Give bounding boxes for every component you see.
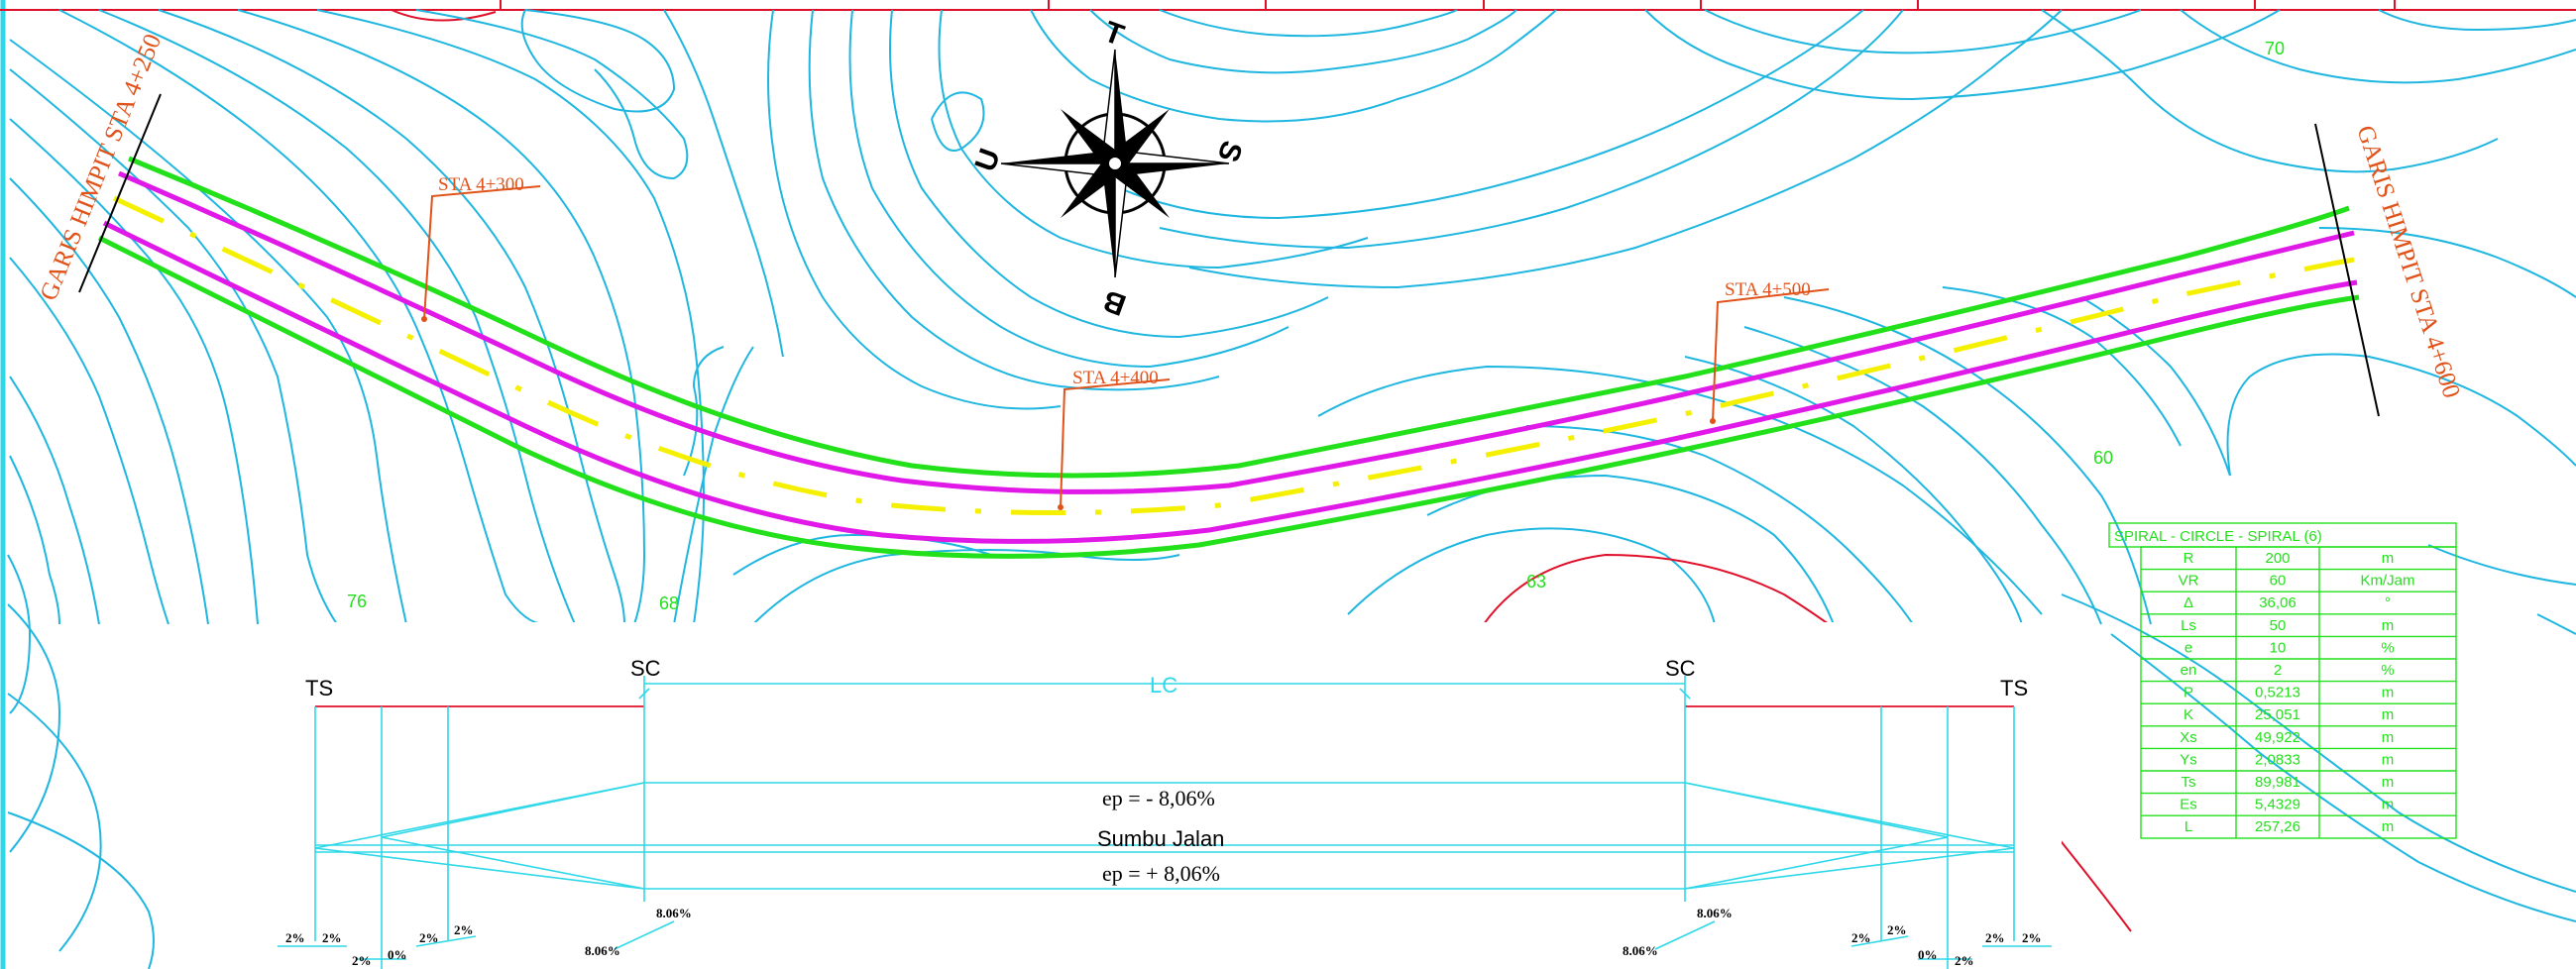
table-cell-value: 89,981 bbox=[2255, 774, 2300, 791]
himpit-line-left bbox=[78, 93, 162, 293]
pct-label: 2% bbox=[1851, 930, 1871, 945]
lc-label: LC bbox=[1150, 673, 1177, 698]
table-cell-value: 60 bbox=[2270, 573, 2287, 590]
compass-label-b: B bbox=[1099, 283, 1131, 321]
table-cell-param: Es bbox=[2180, 797, 2197, 813]
elevation-76-label: 76 bbox=[347, 592, 367, 611]
table-cell-param: Ys bbox=[2180, 751, 2197, 768]
table-cell-value: 2 bbox=[2274, 662, 2282, 679]
sc-right-label: SC bbox=[1665, 656, 1696, 681]
table-cell-value: 10 bbox=[2270, 639, 2287, 656]
table-cell-unit: m bbox=[2382, 729, 2395, 746]
elevation-68-label: 68 bbox=[659, 593, 679, 613]
table-cell-value: 36,06 bbox=[2259, 594, 2296, 611]
sta-4-300-label: STA 4+300 bbox=[438, 174, 524, 195]
table-cell-unit: % bbox=[2381, 662, 2394, 679]
table-cell-unit: m bbox=[2382, 751, 2395, 768]
table-cell-value: 5,4329 bbox=[2255, 797, 2300, 813]
pct-label: 2% bbox=[454, 922, 474, 937]
station-leaders bbox=[421, 185, 1830, 510]
table-cell-param: L bbox=[2184, 818, 2192, 835]
table-title: SPIRAL - CIRCLE - SPIRAL (6) bbox=[2114, 528, 2322, 545]
compass-rose-icon bbox=[1000, 49, 1230, 278]
compass-label-u: U bbox=[969, 145, 1007, 176]
table-cell-param: Ls bbox=[2181, 617, 2196, 634]
table-cell-param: VR bbox=[2179, 573, 2199, 590]
table-cell-unit: m bbox=[2382, 797, 2395, 813]
table-cell-unit: m bbox=[2382, 818, 2395, 835]
table-cell-param: en bbox=[2181, 662, 2197, 679]
table-cell-unit: m bbox=[2382, 774, 2395, 791]
ep-minus-label: ep = - 8,06% bbox=[1102, 786, 1215, 810]
table-cell-unit: % bbox=[2381, 639, 2394, 656]
sta-4-400-label: STA 4+400 bbox=[1072, 368, 1159, 388]
table-cell-unit: ° bbox=[2385, 594, 2391, 611]
pct-label: 0% bbox=[388, 947, 407, 962]
pct-label: 2% bbox=[352, 953, 372, 968]
table-cell-unit: m bbox=[2382, 706, 2395, 723]
table-cell-param: Xs bbox=[2180, 729, 2197, 746]
table-cell-value: 50 bbox=[2270, 617, 2287, 634]
table-cell-value: 200 bbox=[2265, 550, 2290, 567]
pct-label: 2% bbox=[2022, 930, 2042, 945]
table-cell-unit: Km/Jam bbox=[2360, 573, 2414, 590]
superelevation-diagram bbox=[278, 676, 2052, 969]
himpit-line-right bbox=[2314, 123, 2380, 417]
elevation-60-label: 60 bbox=[2093, 448, 2113, 468]
ts-right-label: TS bbox=[2000, 676, 2028, 700]
elevation-63-label: 63 bbox=[1526, 572, 1546, 592]
himpit-right-label: GARIS HIMPIT STA 4+600 bbox=[2351, 123, 2464, 402]
table-cell-unit: m bbox=[2382, 685, 2395, 701]
ep-plus-label: ep = + 8,06% bbox=[1102, 861, 1220, 886]
pct-label: 2% bbox=[1985, 930, 2005, 945]
compass-label-t: T bbox=[1100, 16, 1129, 53]
pct-label: 2% bbox=[322, 930, 342, 945]
road-axis-label: Sumbu Jalan bbox=[1097, 826, 1224, 851]
table-cell-value: 49,922 bbox=[2255, 729, 2300, 746]
road-alignment bbox=[97, 156, 2360, 559]
pct-label: 8.06% bbox=[656, 906, 692, 920]
table-cell-param: R bbox=[2184, 550, 2194, 567]
table-cell-param: Δ bbox=[2184, 594, 2193, 611]
pct-label: 0% bbox=[1918, 947, 1938, 962]
table-cell-param: e bbox=[2184, 639, 2192, 656]
top-frame bbox=[0, 0, 2576, 22]
table-cell-value: 2,0833 bbox=[2255, 751, 2300, 768]
table-cell-unit: m bbox=[2382, 617, 2395, 634]
table-cell-unit: m bbox=[2382, 550, 2395, 567]
table-cell-param: P bbox=[2184, 685, 2193, 701]
pct-label: 2% bbox=[1955, 953, 1974, 968]
pct-label: 2% bbox=[285, 930, 305, 945]
table-cell-value: 0,5213 bbox=[2255, 685, 2300, 701]
pct-label: 8.06% bbox=[1697, 906, 1733, 920]
contour-lines bbox=[7, 9, 2576, 969]
table-cell-param: Ts bbox=[2182, 774, 2196, 791]
table-cell-param: K bbox=[2184, 706, 2193, 723]
pct-label: 8.06% bbox=[1623, 943, 1658, 958]
elevation-70-label: 70 bbox=[2265, 39, 2285, 58]
pct-label: 8.06% bbox=[585, 943, 620, 958]
crossfall-percent-labels: 2% 2% 2% 0% 2% 2% 8.06% 8.06% 8.06% 8.06… bbox=[285, 906, 2042, 968]
pct-label: 2% bbox=[1887, 922, 1907, 937]
sta-4-500-label: STA 4+500 bbox=[1725, 279, 1811, 300]
ts-left-label: TS bbox=[305, 676, 333, 700]
pct-label: 2% bbox=[419, 930, 439, 945]
table-cell-value: 25,051 bbox=[2255, 706, 2300, 723]
table-cell-value: 257,26 bbox=[2255, 818, 2300, 835]
sc-left-label: SC bbox=[630, 656, 661, 681]
